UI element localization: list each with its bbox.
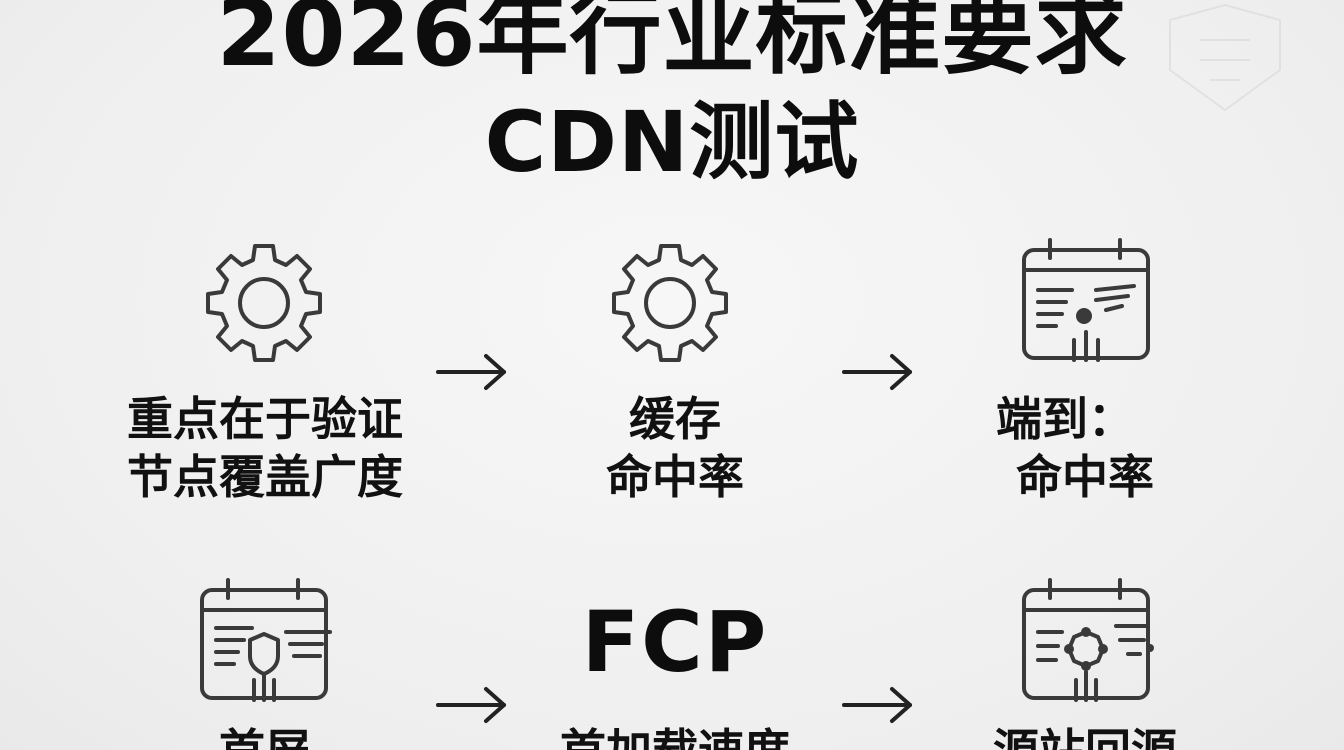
step-label-origin-fetch: 源站回源 xyxy=(930,722,1240,750)
page-title: 2026年行业标准要求 xyxy=(216,0,1128,87)
arrow-right-icon xyxy=(436,354,506,390)
page-subtitle: CDN测试 xyxy=(484,93,860,191)
calendar-document-icon xyxy=(1016,236,1156,368)
arrow-right-icon xyxy=(842,354,912,390)
calendar-gear-icon xyxy=(1016,576,1158,708)
arrow-right-icon xyxy=(436,687,506,723)
step-label-node-coverage: 重点在于验证 节点覆盖广度 xyxy=(127,392,403,504)
step-label-end-to-end: 端到： 命中率 xyxy=(996,392,1154,504)
gear-icon xyxy=(606,240,734,368)
step-label-first-load-speed: 首加载速度 xyxy=(500,722,850,750)
gear-icon xyxy=(200,240,328,368)
step-label-cache-hit-rate: 缓存 命中率 xyxy=(606,392,744,504)
arrow-right-icon xyxy=(842,687,912,723)
fcp-text-icon: FCP xyxy=(581,593,769,691)
step-label-first-screen: 首屏 xyxy=(110,722,420,750)
calendar-shield-icon xyxy=(194,576,336,708)
watermark-logo xyxy=(1169,3,1281,112)
